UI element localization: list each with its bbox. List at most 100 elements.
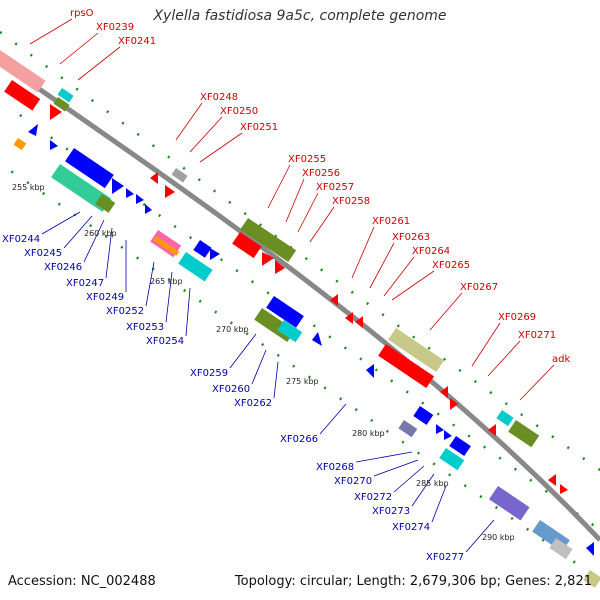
gene-block <box>13 138 27 151</box>
bottom-label-leader <box>273 361 279 399</box>
top-gene-label[interactable]: XF0255 <box>288 154 326 165</box>
feature-track-lower[interactable] <box>13 124 600 588</box>
bottom-label-leader <box>431 485 447 523</box>
top-label-leader <box>309 206 335 243</box>
genome-backbone <box>0 59 600 542</box>
gene-block <box>53 97 70 112</box>
gene-block <box>266 296 304 328</box>
gene-arrow <box>28 124 38 136</box>
gene-block <box>398 420 418 438</box>
label-leaders <box>29 18 555 553</box>
top-label-leader <box>199 132 243 163</box>
bottom-gene-label[interactable]: XF0253 <box>126 322 164 333</box>
top-label-leader <box>351 226 375 279</box>
top-label-leader <box>471 322 501 367</box>
feature-track-upper[interactable] <box>0 50 568 494</box>
top-gene-label[interactable]: XF0258 <box>332 196 370 207</box>
bottom-label-leader <box>63 215 93 249</box>
top-gene-label[interactable]: adk <box>552 354 570 365</box>
scale-label: 280 kbp <box>352 429 385 438</box>
bottom-gene-label[interactable]: XF0270 <box>334 476 372 487</box>
bottom-gene-label[interactable]: XF0249 <box>86 292 124 303</box>
bottom-gene-label[interactable]: XF0252 <box>106 306 144 317</box>
bottom-gene-label[interactable]: XF0259 <box>190 368 228 379</box>
bottom-label-leader <box>229 333 257 369</box>
bottom-label-leader <box>373 459 419 477</box>
gene-block <box>489 486 530 521</box>
gene-arrow <box>210 248 220 260</box>
top-label-leader <box>59 32 99 65</box>
top-gene-label[interactable]: XF0250 <box>220 106 258 117</box>
bottom-gene-label[interactable]: XF0245 <box>24 248 62 259</box>
gene-arrow <box>262 252 274 266</box>
bottom-gene-label[interactable]: XF0277 <box>426 552 464 563</box>
gene-arrow <box>345 312 353 324</box>
gene-block <box>378 344 435 389</box>
gene-arrow <box>312 332 322 346</box>
top-gene-label[interactable]: XF0267 <box>460 282 498 293</box>
gene-block <box>549 538 573 560</box>
top-label-leader <box>383 256 415 297</box>
top-gene-label[interactable]: XF0239 <box>96 22 134 33</box>
top-gene-label[interactable]: XF0263 <box>392 232 430 243</box>
gene-arrow <box>548 474 556 486</box>
top-label-leader <box>175 102 203 141</box>
bottom-gene-label[interactable]: XF0262 <box>234 398 272 409</box>
top-gene-label[interactable]: XF0248 <box>200 92 238 103</box>
scale-label: 275 kbp <box>286 377 319 386</box>
accession-text: Accession: NC_002488 <box>8 574 156 589</box>
gene-arrow <box>450 398 458 410</box>
bottom-label-leader <box>465 519 495 553</box>
top-gene-label[interactable]: XF0269 <box>498 312 536 323</box>
gene-arrow <box>355 316 363 328</box>
top-gene-label[interactable]: XF0261 <box>372 216 410 227</box>
bottom-gene-label[interactable]: XF0273 <box>372 506 410 517</box>
top-gene-label[interactable]: XF0264 <box>412 246 450 257</box>
bottom-gene-label[interactable]: XF0244 <box>2 234 40 245</box>
gene-block <box>240 218 297 263</box>
top-gene-label[interactable]: rpsO <box>70 8 94 19</box>
top-gene-label[interactable]: XF0265 <box>432 260 470 271</box>
gene-arrow <box>440 386 448 398</box>
gene-arrow <box>560 484 568 494</box>
scale-label: 260 kbp <box>84 229 117 238</box>
bottom-label-leader <box>41 211 81 235</box>
top-gene-label[interactable]: XF0257 <box>316 182 354 193</box>
gene-block <box>0 50 46 93</box>
bottom-gene-label[interactable]: XF0274 <box>392 522 430 533</box>
gene-arrow <box>150 172 158 184</box>
gene-block <box>583 570 600 588</box>
bottom-label-leader <box>105 227 113 279</box>
bottom-gene-label[interactable]: XF0268 <box>316 462 354 473</box>
scale-label: 270 kbp <box>216 325 249 334</box>
gene-block <box>193 240 212 258</box>
scale-label: 285 kbp <box>416 479 449 488</box>
top-gene-label[interactable]: XF0256 <box>302 168 340 179</box>
bottom-label-leader <box>251 349 267 385</box>
gene-block <box>277 320 303 343</box>
bottom-gene-label[interactable]: XF0272 <box>354 492 392 503</box>
gene-arrow <box>488 424 496 436</box>
top-gene-label[interactable]: XF0251 <box>240 122 278 133</box>
bottom-label-leader <box>83 219 105 263</box>
top-gene-label[interactable]: XF0241 <box>118 36 156 47</box>
scale-labels: 255 kbp 260 kbp 265 kbp 270 kbp 275 kbp 280 k… <box>12 183 515 542</box>
gene-block <box>51 164 112 212</box>
bottom-gene-label[interactable]: XF0260 <box>212 384 250 395</box>
bottom-gene-label[interactable]: XF0246 <box>44 262 82 273</box>
bottom-gene-label[interactable]: XF0247 <box>66 278 104 289</box>
scale-label: 265 kbp <box>150 277 183 286</box>
bottom-gene-label[interactable]: XF0254 <box>146 336 184 347</box>
gene-arrow <box>366 364 374 378</box>
top-gene-label[interactable]: XF0271 <box>518 330 556 341</box>
top-label-leader <box>297 192 319 233</box>
scale-label: 255 kbp <box>12 183 45 192</box>
bottom-gene-label[interactable]: XF0266 <box>280 434 318 445</box>
gene-block <box>57 88 74 103</box>
gene-block <box>178 252 213 282</box>
gene-arrow <box>330 294 338 306</box>
gene-block <box>4 80 41 111</box>
bottom-label-leader <box>393 465 425 493</box>
gene-block <box>413 406 434 425</box>
gene-block <box>65 148 114 189</box>
